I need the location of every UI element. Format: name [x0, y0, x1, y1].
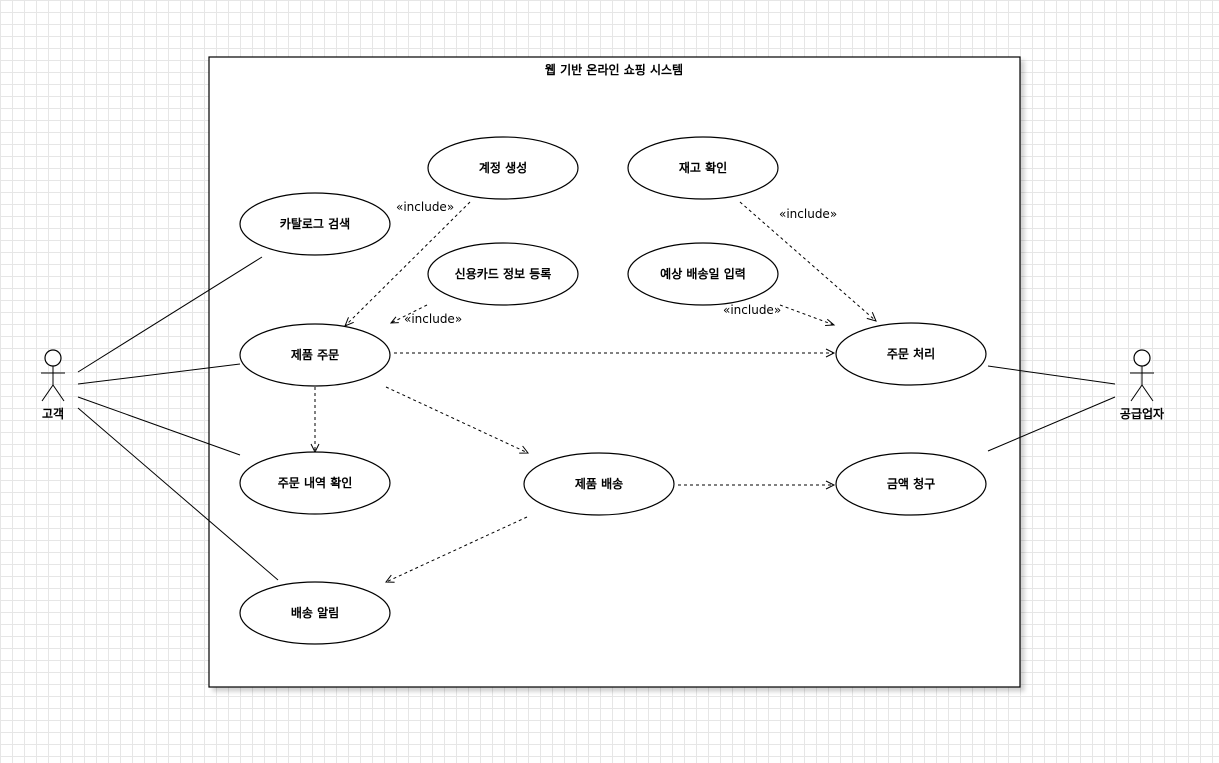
usecase-order-process[interactable]: 주문 처리	[835, 322, 987, 386]
usecase-label: 계정 생성	[479, 160, 527, 175]
usecase-order-product[interactable]: 제품 주문	[239, 323, 391, 387]
usecase-stock-check[interactable]: 재고 확인	[627, 136, 779, 200]
usecase-catalog-search[interactable]: 카탈로그 검색	[239, 192, 391, 256]
assoc-customer-catalog[interactable]	[77, 256, 263, 373]
usecase-label: 제품 배송	[575, 476, 623, 491]
usecase-order-history[interactable]: 주문 내역 확인	[239, 451, 391, 515]
usecase-label: 예상 배송일 입력	[660, 266, 746, 281]
dep-shipdate-process[interactable]	[779, 304, 836, 326]
stick-figure-icon	[1130, 349, 1154, 402]
dep-order-process[interactable]	[394, 348, 836, 358]
system-title: 웹 기반 온라인 쇼핑 시스템	[545, 62, 683, 77]
usecase-ship-notify[interactable]: 배송 알림	[239, 581, 391, 645]
usecase-label: 재고 확인	[679, 160, 727, 175]
dep-ship-notify[interactable]	[385, 516, 528, 583]
include-label-card: «include»	[404, 312, 462, 326]
include-label-shipdate: «include»	[723, 303, 781, 317]
usecase-account-create[interactable]: 계정 생성	[427, 136, 579, 200]
stick-figure-icon	[41, 349, 65, 402]
assoc-supplier-bill[interactable]	[987, 396, 1116, 452]
usecase-label: 신용카드 정보 등록	[455, 266, 552, 281]
actor-customer-label: 고객	[42, 407, 64, 421]
include-label-stock: «include»	[779, 207, 837, 221]
dep-stock-process[interactable]	[739, 201, 877, 322]
usecase-ship-date-input[interactable]: 예상 배송일 입력	[627, 242, 779, 306]
actor-supplier[interactable]: 공급업자	[1120, 349, 1164, 421]
usecase-label: 주문 내역 확인	[278, 475, 353, 490]
assoc-supplier-process[interactable]	[987, 365, 1116, 385]
usecase-label: 금액 청구	[887, 476, 935, 491]
usecase-card-register[interactable]: 신용카드 정보 등록	[427, 242, 579, 306]
usecase-label: 제품 주문	[291, 348, 339, 362]
usecase-ship-product[interactable]: 제품 배송	[523, 452, 675, 516]
actor-customer[interactable]: 고객	[41, 349, 65, 421]
usecase-label: 배송 알림	[291, 605, 339, 620]
dep-card-order[interactable]	[389, 304, 428, 324]
usecase-label: 주문 처리	[887, 346, 935, 361]
assoc-customer-history[interactable]	[77, 396, 241, 456]
usecase-bill-amount[interactable]: 금액 청구	[835, 452, 987, 516]
assoc-customer-notify[interactable]	[77, 407, 279, 581]
dep-order-ship[interactable]	[385, 386, 530, 454]
include-label-account: «include»	[396, 200, 454, 214]
dep-ship-bill[interactable]	[678, 480, 836, 490]
actor-supplier-label: 공급업자	[1120, 406, 1164, 421]
usecase-label: 카탈로그 검색	[280, 216, 350, 231]
assoc-customer-order[interactable]	[77, 363, 241, 385]
